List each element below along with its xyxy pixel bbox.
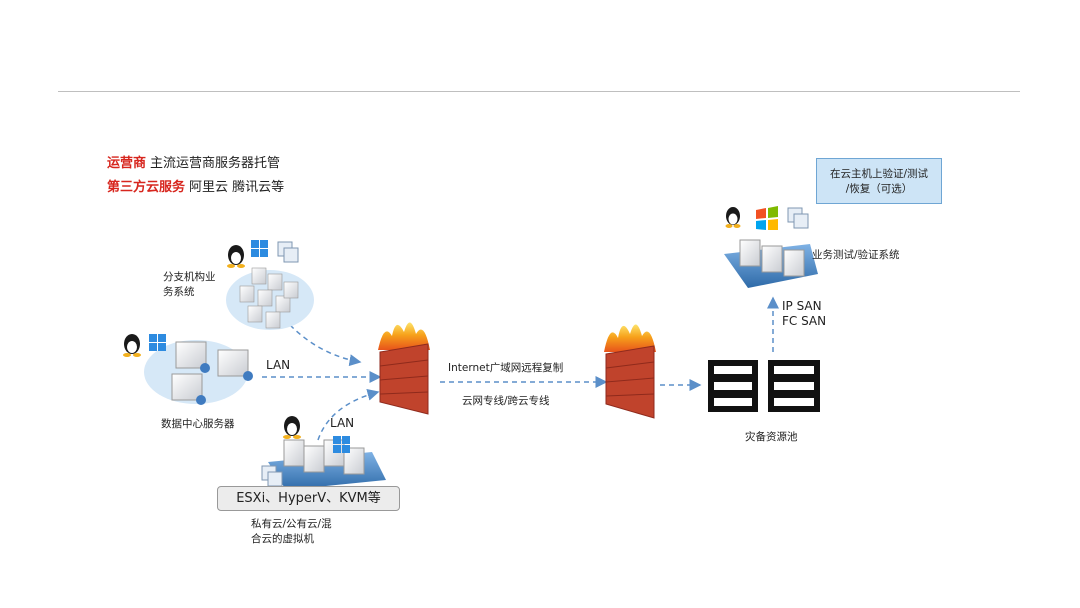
dr-pool-label: 灾备资源池 [745, 431, 798, 443]
legend-cloud: 第三方云服务阿里云 腾讯云等 [107, 176, 284, 195]
branch-label-line2: 务系统 [163, 286, 195, 298]
firewall-right-icon [604, 324, 656, 419]
vm-icon [261, 465, 283, 487]
private-cloud-label-line1: 私有云/公有云/混 [251, 518, 332, 530]
san-label: IP SAN FC SAN [782, 299, 826, 329]
legend-cloud-text: 阿里云 腾讯云等 [189, 180, 285, 195]
verify-callout-line1: 在云主机上验证/测试 [829, 168, 929, 180]
hypervisor-box: ESXi、HyperV、KVM等 [217, 486, 400, 511]
test-vm-icon [787, 207, 809, 229]
dr-storage-rack-right-icon [768, 360, 820, 412]
branch-label: 分支机构业 务系统 [163, 270, 216, 300]
firewall-left-icon [378, 322, 430, 415]
link-internet-label: Internet广域网远程复制 [448, 362, 564, 374]
datacenter-windows-logo-icon [149, 334, 166, 351]
test-server-icons [739, 239, 805, 277]
san-label-fc: FC SAN [782, 314, 827, 328]
legend-carrier: 运营商主流运营商服务器托管 [107, 152, 280, 171]
legend-carrier-text: 主流运营商服务器托管 [150, 156, 281, 171]
branch-windows-logo-icon [251, 240, 268, 257]
vm-server-icons [283, 439, 365, 475]
datacenter-linux-tux-icon [123, 334, 141, 357]
link-private-label: 云网专线/跨云专线 [462, 395, 550, 407]
verify-callout-line2: /恢复（可选） [845, 183, 913, 195]
link-vm-firewall [317, 388, 380, 441]
test-windows-logo-icon [756, 206, 778, 230]
legend-cloud-highlight: 第三方云服务 [107, 180, 186, 195]
dr-storage-rack-left-icon [708, 360, 758, 412]
link-branch-firewall [289, 324, 362, 367]
branch-vm-icon [277, 241, 299, 263]
vm-linux-tux-icon [283, 416, 301, 439]
header-divider [58, 91, 1020, 92]
branch-linux-tux-icon [227, 245, 245, 268]
branch-label-line1: 分支机构业 [163, 271, 216, 283]
test-linux-tux-icon [725, 207, 741, 228]
san-label-ip: IP SAN [782, 299, 822, 313]
datacenter-label: 数据中心服务器 [161, 418, 235, 430]
private-cloud-label: 私有云/公有云/混 合云的虚拟机 [251, 517, 332, 547]
datacenter-server-icons [171, 341, 253, 405]
biz-test-label: 业务测试/验证系统 [812, 249, 900, 261]
lan-bottom-label: LAN [330, 416, 355, 430]
verify-callout: 在云主机上验证/测试 /恢复（可选） [816, 158, 942, 204]
lan-top-label: LAN [266, 358, 291, 372]
vm-windows-logo-icon [333, 436, 350, 453]
private-cloud-label-line2: 合云的虚拟机 [251, 533, 314, 545]
branch-server-cluster [239, 267, 299, 329]
legend-carrier-highlight: 运营商 [107, 156, 147, 171]
